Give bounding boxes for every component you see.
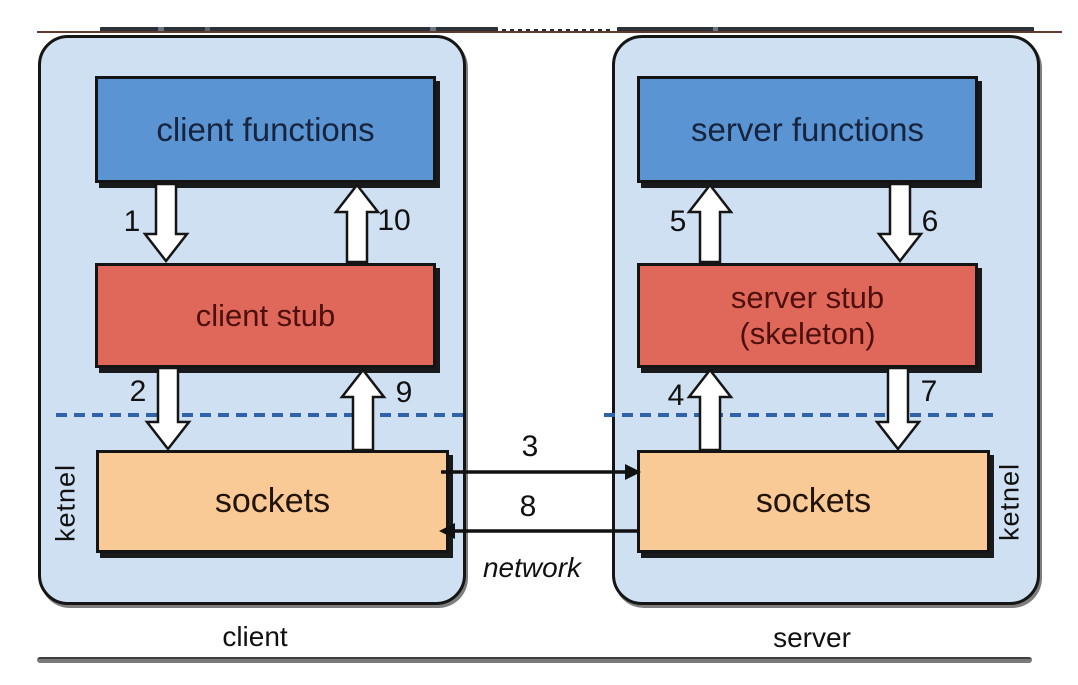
client-functions-box: client functions (95, 76, 436, 183)
step-7-label: 7 (920, 375, 938, 408)
arrow-up-server-stub-to-func-icon (685, 183, 735, 263)
step-8-label: 8 (519, 490, 537, 523)
client-stub-box: client stub (95, 263, 436, 368)
client-sockets-label: sockets (214, 482, 331, 520)
step-10-label: 10 (377, 204, 411, 237)
client-kernel-boundary-dashed-line (56, 413, 464, 417)
server-kernel-label: ketnel (994, 462, 1025, 542)
step-6-label: 6 (921, 205, 939, 238)
server-panel-caption: server (773, 622, 851, 653)
client-stub-label: client stub (195, 297, 336, 333)
server-sockets-box: sockets (637, 450, 990, 553)
network-label: network (482, 552, 582, 583)
client-sockets-box: sockets (96, 450, 449, 553)
server-stub-line2: (skeleton) (739, 315, 876, 351)
arrow-down-server-func-to-stub-icon (875, 183, 925, 263)
top-crop-bar-left (100, 27, 498, 33)
step-3-label: 3 (521, 430, 539, 463)
step-1-label: 1 (123, 205, 141, 238)
step-4-label: 4 (667, 379, 685, 412)
arrow-down-client-func-to-stub-icon (141, 183, 191, 263)
server-functions-label: server functions (691, 110, 924, 148)
arrow-left-network-reply-icon (437, 520, 639, 542)
step-5-label: 5 (669, 205, 687, 238)
server-stub-box: server stub (skeleton) (637, 263, 978, 368)
server-stub-label: server stub (skeleton) (731, 280, 884, 351)
server-stub-line1: server stub (730, 279, 885, 315)
step-9-label: 9 (395, 376, 413, 409)
top-crop-rule (37, 31, 1062, 33)
arrow-up-client-stub-to-func-icon (332, 183, 382, 263)
server-kernel-boundary-dashed-line (604, 413, 1000, 417)
top-crop-bar-right (617, 27, 1034, 33)
server-functions-box: server functions (637, 76, 978, 183)
arrow-up-client-socket-to-stub-icon (338, 367, 388, 451)
arrow-down-client-stub-to-socket-icon (143, 367, 193, 451)
client-panel-caption: client (222, 621, 288, 652)
arrow-up-server-socket-to-stub-icon (685, 367, 735, 451)
step-2-label: 2 (129, 375, 147, 408)
arrow-down-server-stub-to-socket-icon (873, 367, 923, 451)
bottom-rule (37, 657, 1032, 663)
arrow-right-network-request-icon (441, 461, 643, 483)
client-kernel-label: ketnel (50, 463, 81, 543)
client-functions-label: client functions (156, 110, 375, 148)
server-sockets-label: sockets (755, 482, 872, 520)
